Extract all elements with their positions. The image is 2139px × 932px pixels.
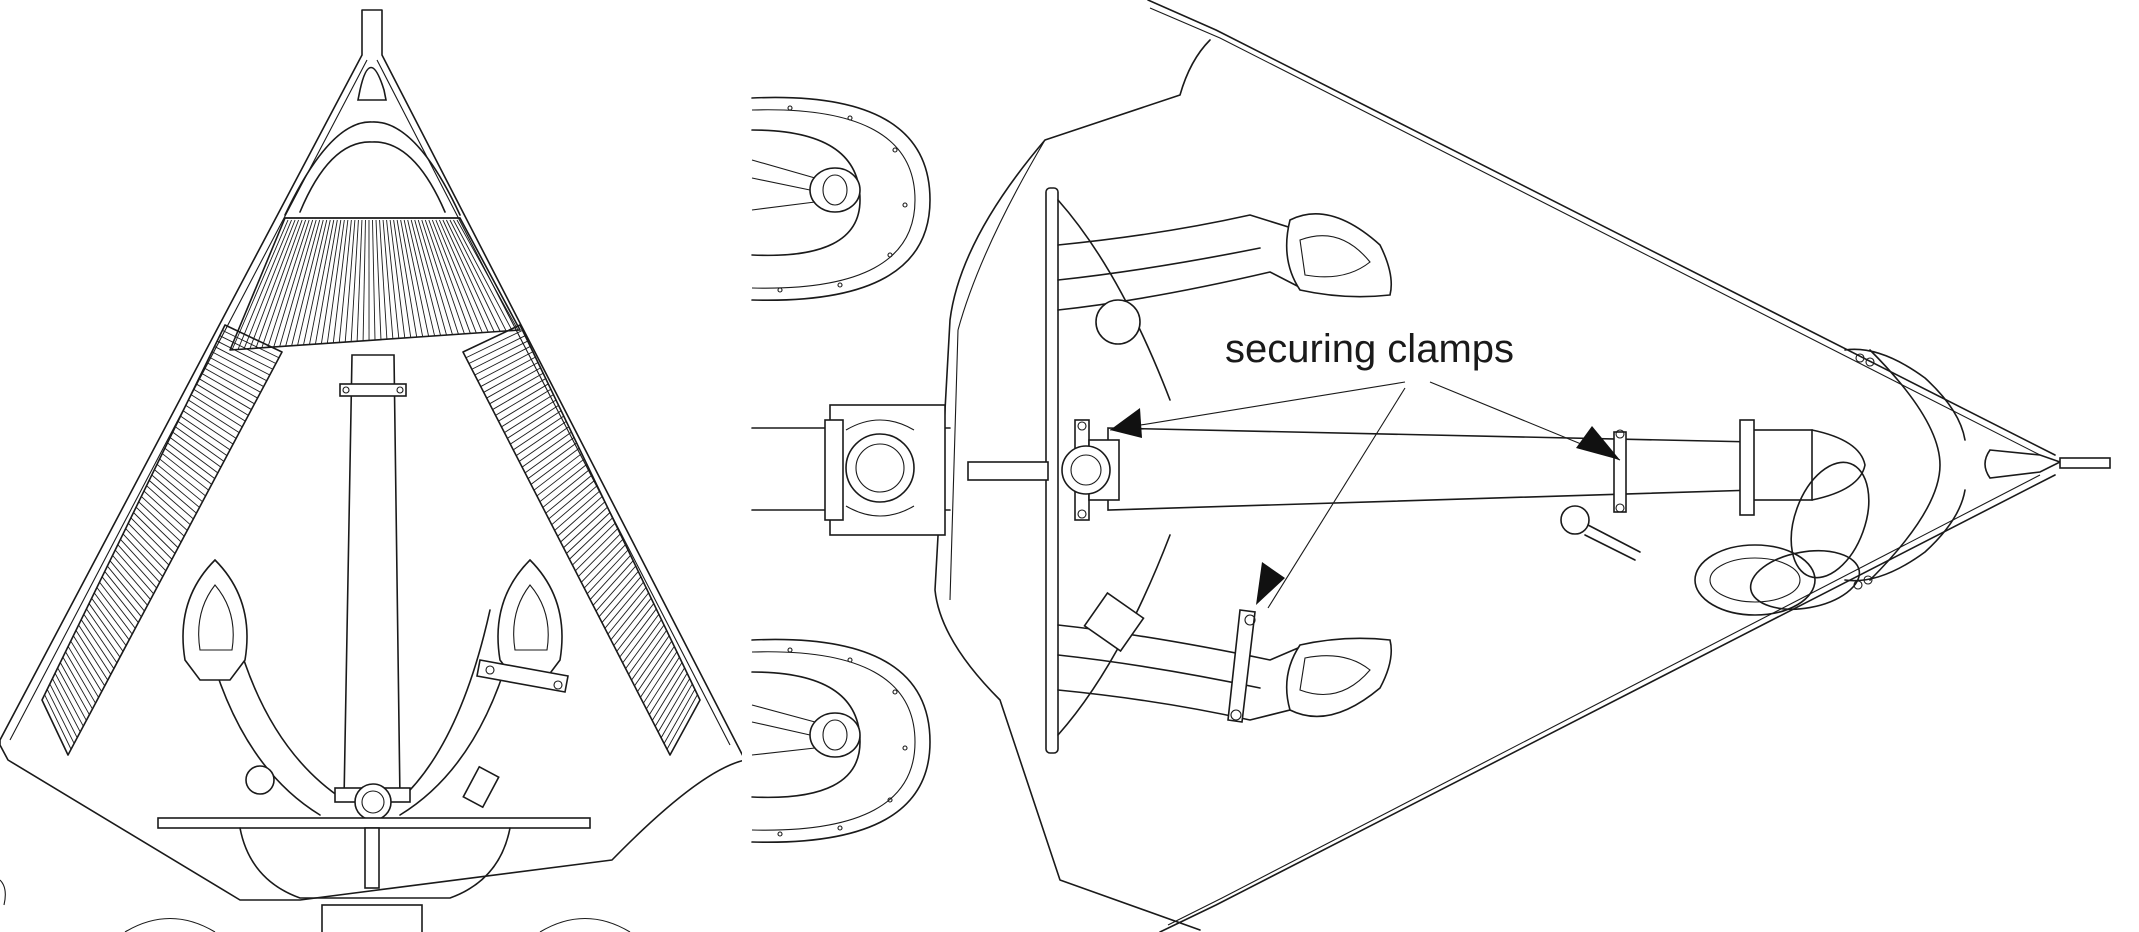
front-hatch-left-outline xyxy=(41,324,283,756)
arrowhead-crown-clamp xyxy=(1110,408,1142,438)
front-hatch-right-strip xyxy=(462,324,701,756)
front-arm-block xyxy=(462,765,500,809)
plan-hull-upper-edge xyxy=(1147,0,2056,456)
plan-tip-rod xyxy=(2059,457,2111,469)
front-base-plate xyxy=(157,817,591,829)
front-apex-fitting xyxy=(357,66,387,101)
plan-hawse-block xyxy=(751,404,951,536)
front-hatch-left-strip xyxy=(41,324,283,756)
plan-chain-link-3 xyxy=(1749,550,1861,610)
front-bottom-left-hawse xyxy=(124,917,216,932)
front-hull-outline xyxy=(0,9,746,901)
plan-upper-hawse-pipe xyxy=(751,96,931,302)
plan-lower-fluke xyxy=(1285,637,1393,718)
plan-shank-head xyxy=(1751,429,1813,501)
front-shank-clamp-top xyxy=(339,383,407,397)
plan-chain-link-4 xyxy=(1709,557,1801,603)
front-crown-ring xyxy=(354,783,392,821)
plan-arm-clamp xyxy=(1227,609,1256,723)
plan-arm-hook-lower xyxy=(1057,534,1171,736)
plan-anchor-upper-arm xyxy=(1057,214,1331,311)
plan-lower-hawse-pipe xyxy=(751,638,931,844)
arrowhead-shank-clamp xyxy=(1576,426,1620,460)
front-pedestal-stem xyxy=(364,827,380,889)
front-left-fluke xyxy=(182,558,248,681)
plan-stock-ball xyxy=(1095,299,1141,345)
plan-tip-fitting xyxy=(1984,449,2063,479)
arrowhead-arm-clamp xyxy=(1256,562,1285,605)
front-arm-clamp xyxy=(476,659,569,693)
plan-anchor-ring xyxy=(1811,429,1866,501)
front-anchor-arms xyxy=(199,609,521,816)
front-stock-ball xyxy=(245,765,275,795)
plan-pin-ring xyxy=(1560,505,1590,535)
front-anchor-shank xyxy=(343,354,401,801)
securing-clamps-label: securing clamps xyxy=(1225,327,1514,371)
plan-view: securing clamps xyxy=(751,0,2111,932)
front-view xyxy=(0,9,746,932)
plan-hull-upper-edge-inner xyxy=(1149,7,2041,456)
plan-pin-rod xyxy=(1584,524,1641,561)
panel-gap xyxy=(742,0,750,932)
front-left-edge-partial xyxy=(0,879,6,906)
front-bottom-right-hawse xyxy=(539,917,631,932)
plan-chain-link-1 xyxy=(1790,461,1870,579)
plan-shank-head-side xyxy=(1739,419,1755,516)
plan-hull-lower-edge-inner xyxy=(1167,474,2041,926)
plan-anchor-shank xyxy=(1107,427,1756,511)
front-bottom-hawse-block xyxy=(321,904,423,932)
front-right-fluke xyxy=(497,558,563,681)
plan-right-recess-lower xyxy=(1844,489,1966,582)
front-upper-arch xyxy=(284,121,461,216)
plan-arm-block xyxy=(1083,591,1145,653)
plan-shank-clamp xyxy=(1613,429,1627,513)
plan-crown-stub xyxy=(967,461,1049,481)
plan-crown-clamp xyxy=(1061,419,1120,521)
securing-clamps-arrows xyxy=(1109,381,1621,609)
plan-recess-inner xyxy=(949,139,1046,601)
plan-arm-hook-upper xyxy=(1057,199,1171,401)
front-pedestal xyxy=(239,827,511,899)
plan-recess-outline xyxy=(934,39,1211,931)
plan-chain-link-2 xyxy=(1694,544,1816,616)
front-hatch-top xyxy=(231,219,519,351)
plan-right-recess-upper xyxy=(1844,348,1966,441)
front-hatch-right-outline xyxy=(462,324,701,756)
plan-chain-guide xyxy=(1869,349,1941,581)
